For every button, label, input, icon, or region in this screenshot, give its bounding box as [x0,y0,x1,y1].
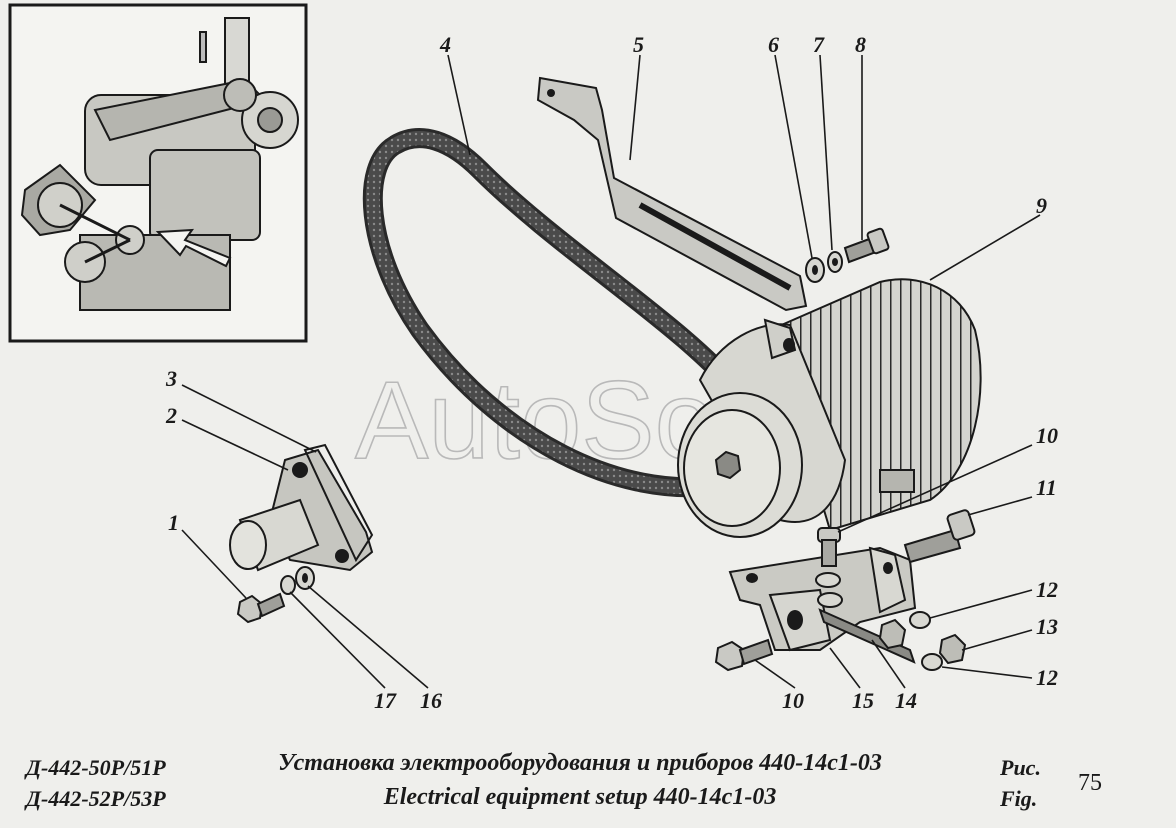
callout-9: 9 [1036,193,1047,218]
engine-illustration [20,17,299,311]
bolt-10-lower [714,638,774,672]
callout-15: 15 [852,688,874,713]
callout-10-lower: 10 [782,688,804,713]
alternator [677,278,982,538]
bolt-10-upper [817,527,841,567]
washer-16 [295,566,315,590]
callout-16: 16 [420,688,442,713]
washers-under-bolt [815,572,843,608]
washer-7 [827,251,843,273]
callout-4: 4 [439,32,451,57]
callout-8: 8 [855,32,866,57]
callout-1: 1 [168,510,179,535]
bolt-1 [236,592,286,624]
nut-13 [878,618,967,665]
callout-2: 2 [165,403,177,428]
callout-11: 11 [1036,475,1057,500]
model-line-2: Д-442-52Р/53Р [26,786,166,811]
callout-5: 5 [633,32,644,57]
leader-lines [181,54,1041,689]
callout-12-lower: 12 [1036,665,1058,690]
callout-labels: 1 2 3 4 5 6 7 8 9 10 11 12 13 12 10 15 1… [165,32,1058,713]
callout-13: 13 [1036,614,1058,639]
callout-17: 17 [374,688,397,713]
tension-bracket [536,76,808,312]
page-number: 75 [1078,770,1102,796]
pulley-adapter [229,448,374,572]
callout-10-upper: 10 [1036,423,1058,448]
washer-12-lower [921,653,943,671]
model-line-1: Д-442-50Р/51Р [26,755,166,780]
callout-6: 6 [768,32,779,57]
mounting-bracket [728,546,917,652]
washer-6 [805,257,825,283]
engine-inset [8,3,308,343]
bolt-8 [843,227,890,264]
caption-title-ru: Установка электрооборудования и приборов… [278,750,882,776]
figure-label-ru: Рис. [1000,755,1041,780]
bolt-11 [903,509,976,564]
callout-14: 14 [895,688,917,713]
washer-17 [280,575,296,595]
callout-3: 3 [165,366,177,391]
caption-title-en: Electrical equipment setup 440-14с1-03 [383,784,777,810]
callout-12-upper: 12 [1036,577,1058,602]
figure-label-en: Fig. [1000,786,1038,811]
callout-7: 7 [813,32,825,57]
washer-12-upper [909,611,931,629]
flange-gasket [303,443,374,563]
